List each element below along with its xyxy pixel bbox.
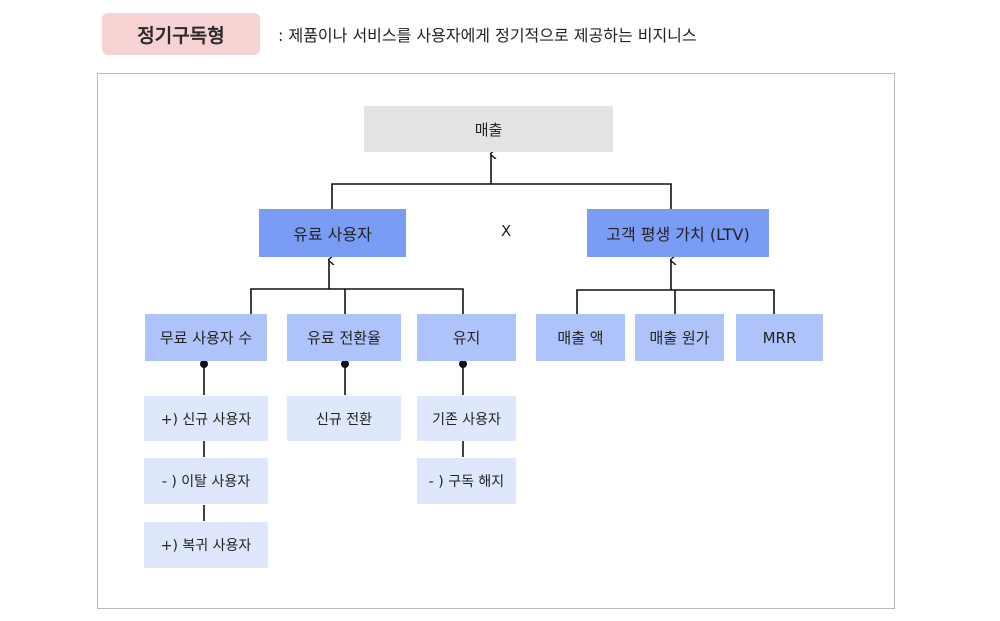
connector-left-children xyxy=(250,288,464,314)
node-new-conversion: 신규 전환 xyxy=(287,396,401,441)
bullet-dot xyxy=(200,360,208,368)
node-ltv: 고객 평생 가치 (LTV) xyxy=(587,209,769,257)
node-new-users: +) 신규 사용자 xyxy=(144,396,268,441)
node-free-users: 무료 사용자 수 xyxy=(145,314,267,361)
node-returning-users: +) 복귀 사용자 xyxy=(144,522,268,568)
node-sales-amount: 매출 액 xyxy=(536,314,625,361)
node-revenue: 매출 xyxy=(364,106,613,152)
multiply-operator: X xyxy=(501,222,512,240)
connector-level1 xyxy=(331,183,672,209)
node-retention: 유지 xyxy=(417,314,516,361)
node-paid-users: 유료 사용자 xyxy=(259,209,406,257)
node-subscription-cancel: - ) 구독 해지 xyxy=(417,458,516,504)
node-cost-of-sales: 매출 원가 xyxy=(635,314,724,361)
node-mrr: MRR xyxy=(736,314,823,361)
bullet-dot xyxy=(341,360,349,368)
bullet-dot xyxy=(459,360,467,368)
node-existing-users: 기존 사용자 xyxy=(417,396,516,441)
node-churned-users: - ) 이탈 사용자 xyxy=(144,458,268,504)
diagram-frame xyxy=(97,73,895,609)
node-conversion-rate: 유료 전환율 xyxy=(287,314,401,361)
page-title: 정기구독형 xyxy=(102,13,260,55)
page-description: : 제품이나 서비스를 사용자에게 정기적으로 제공하는 비지니스 xyxy=(278,26,697,45)
